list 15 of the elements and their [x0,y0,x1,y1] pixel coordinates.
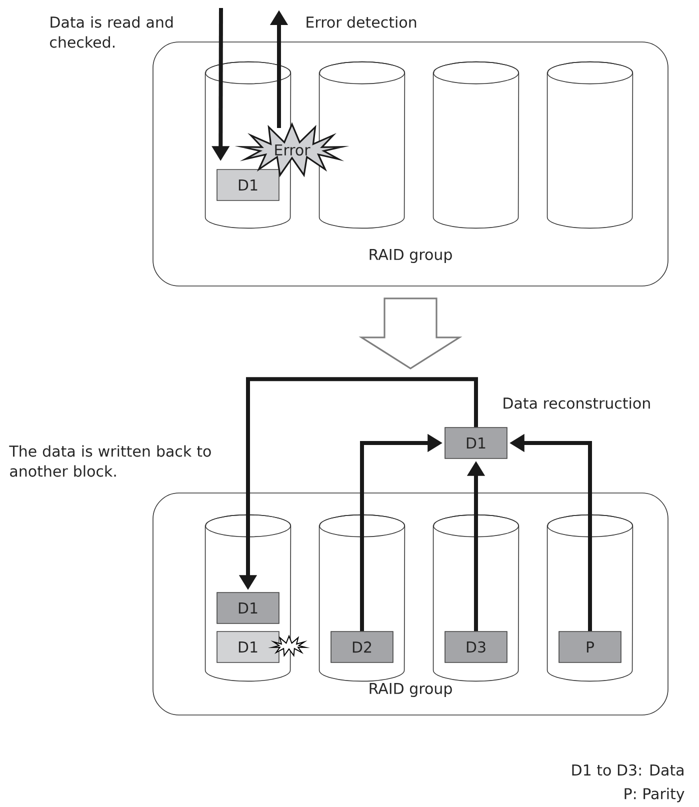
caption-text: Data reconstruction [504,397,650,409]
legend-text: P: Parity [624,788,684,802]
data-block: D1 [216,631,280,663]
data-block: D3 [444,631,508,663]
data-block: P [558,631,622,663]
data-block: D1 [216,592,280,624]
legend-text: D1 to D3: Data [572,764,684,776]
data-block: D1 [444,427,508,459]
data-block: D1 [216,169,280,201]
data-block: D2 [330,631,394,663]
disk-cylinder [546,61,634,229]
label-text: The data is written back to another block. [9,445,211,477]
disk-cylinder [432,61,520,229]
label-text: Error detection [306,16,416,28]
disk-cylinder [318,61,406,229]
